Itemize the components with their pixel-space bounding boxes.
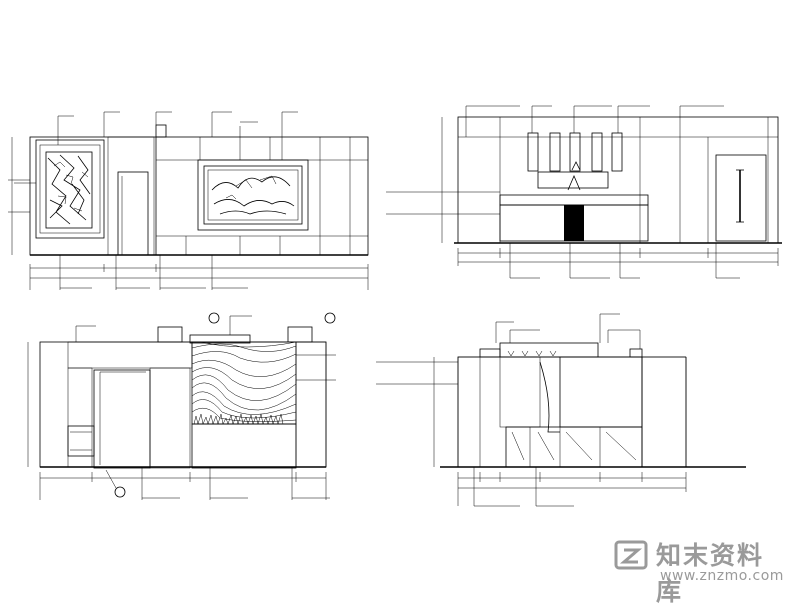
elevation-view-3: [27, 312, 336, 500]
watermark-url: www.znzmo.com: [660, 568, 784, 584]
watermark: 知末资料库 www.znzmo.com: [614, 528, 784, 606]
landscape-painting: [211, 175, 295, 215]
lattice-pattern: [47, 154, 91, 225]
wave-grain-panel: [191, 341, 297, 422]
elevation-view-2: [386, 105, 782, 279]
elevation-view-4: [376, 313, 746, 507]
elevation-view-1: [8, 111, 369, 290]
znzmo-logo-icon: [614, 540, 648, 570]
